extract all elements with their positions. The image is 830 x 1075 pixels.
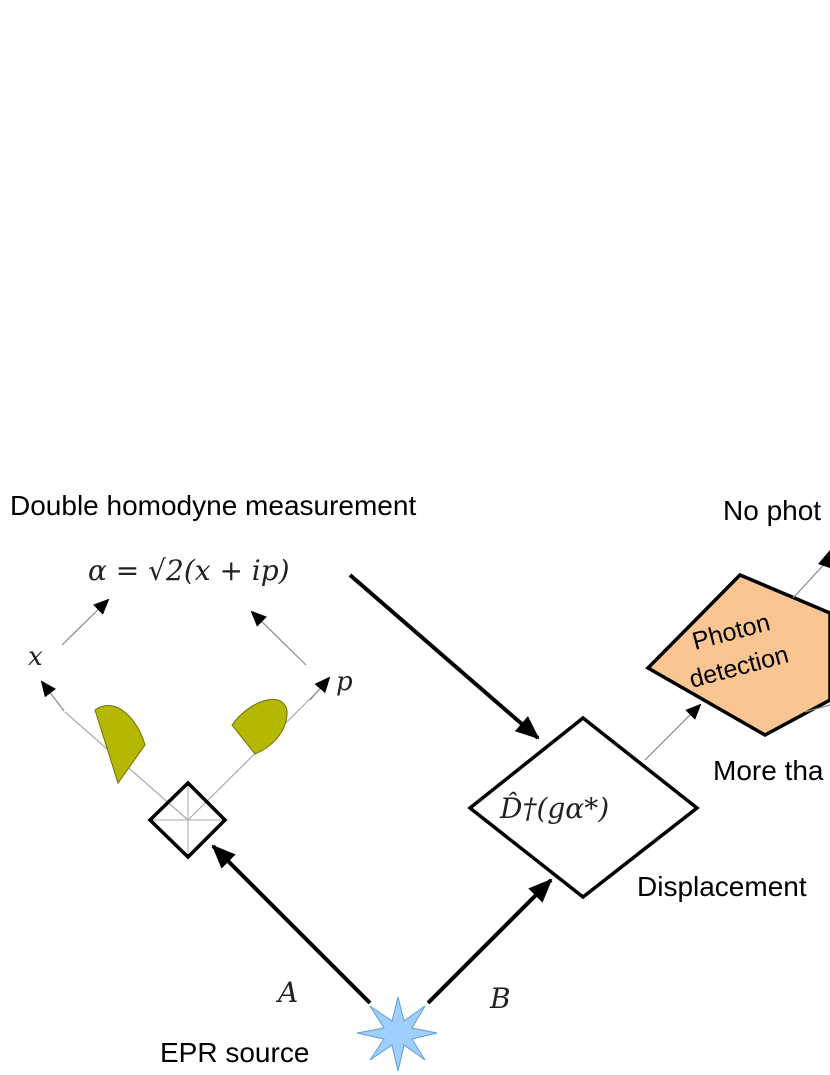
x-to-alpha-arrow: [61, 598, 110, 646]
detector-right-icon: [231, 698, 288, 755]
displacement-operator: D̂†(gα*): [499, 792, 609, 825]
mode-b-label: B: [489, 982, 511, 1015]
p-label: p: [336, 667, 353, 697]
no-photon-label: No phot: [723, 495, 821, 526]
x-label: x: [28, 642, 43, 672]
double-homodyne-label: Double homodyne measurement: [10, 490, 416, 521]
displacement-to-photon-arrow: [644, 703, 702, 761]
measurement-to-displacement-arrow: [348, 573, 540, 740]
mode-a-label: A: [275, 976, 298, 1009]
epr-source-label: EPR source: [160, 1037, 309, 1068]
bs-to-x-arrow: [40, 680, 65, 712]
more-than-label: More tha: [713, 755, 824, 786]
photon-detection-box: [645, 572, 830, 738]
alpha-formula: α = √2(x + ip): [88, 554, 290, 587]
displacement-label: Displacement: [637, 871, 807, 902]
no-photon-arrowhead: [818, 550, 830, 568]
detector-left-icon: [94, 704, 146, 785]
epr-source-star-icon: [356, 996, 438, 1072]
mode-a-arrow: [211, 844, 372, 1005]
p-to-alpha-arrow: [250, 610, 307, 666]
mode-b-arrow: [426, 878, 553, 1005]
bs-to-p-arrow: [309, 676, 331, 701]
displacement-box: [467, 715, 700, 900]
more-than-arrow: [804, 704, 830, 713]
